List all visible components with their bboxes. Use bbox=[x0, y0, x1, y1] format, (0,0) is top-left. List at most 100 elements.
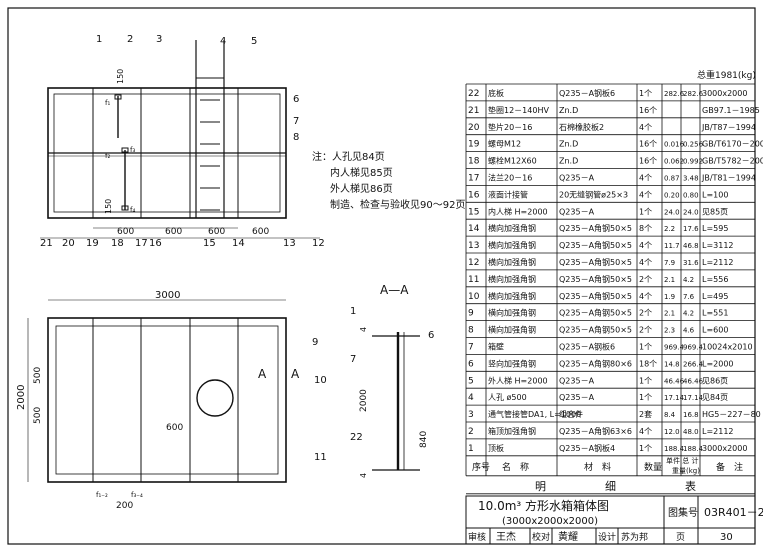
dim-600-a: 600 bbox=[117, 227, 134, 237]
bom-row-9-material: Q235－A角钢50×5 bbox=[559, 308, 632, 318]
bom-row-3-name: 通气管接管DA1, L=1000 bbox=[488, 409, 581, 419]
bom-row-6-material: Q235－A角钢80×6 bbox=[559, 358, 632, 368]
bom-row-19-total: 0.256 bbox=[683, 141, 704, 149]
bom-row-12-total: 31.6 bbox=[683, 259, 699, 267]
bom-row-19-no: 19 bbox=[468, 140, 480, 150]
label-f1: f₁ bbox=[105, 99, 110, 107]
plan-callout-9: 9 bbox=[312, 337, 318, 348]
bom-row-20-material: 石棉橡胶板2 bbox=[559, 122, 604, 132]
bom-row-21-name: 垫圈12－140HV bbox=[488, 105, 549, 115]
bom-row-15-unit: 24.0 bbox=[664, 208, 680, 216]
bom-row-2-material: Q235－A角钢63×6 bbox=[559, 426, 632, 436]
callout-4: 4 bbox=[220, 36, 226, 47]
dim-600-d: 600 bbox=[252, 227, 269, 237]
bom-row-17-note: JB/T81－1994 bbox=[701, 174, 756, 183]
section-dim-bottom: 4 bbox=[359, 473, 368, 478]
bom-row-7-no: 7 bbox=[468, 343, 474, 353]
bom-row-12-material: Q235－A角钢50×5 bbox=[559, 257, 632, 267]
bom-row-21-qty: 16个 bbox=[639, 106, 657, 115]
drawing-subtitle: (3000x2000x2000) bbox=[502, 516, 598, 527]
bom-row-10-qty: 4个 bbox=[639, 292, 652, 301]
bom-caption-mid: 细 bbox=[605, 480, 616, 493]
bom-row-9-unit: 2.1 bbox=[664, 310, 675, 318]
bom-row-4-note: 见84页 bbox=[702, 393, 728, 402]
bom-header-weight: 重量(kg) bbox=[672, 467, 700, 475]
bom-row-3-material: 组合件 bbox=[559, 409, 583, 419]
bom-row-22-unit: 282.6 bbox=[664, 90, 685, 98]
plan-bottom-dim: 200 bbox=[116, 501, 133, 511]
page-number: 30 bbox=[720, 532, 733, 543]
callout-2: 2 bbox=[127, 34, 133, 45]
bom-row-8-note: L=600 bbox=[702, 326, 728, 335]
bom-row-16-name: 液面计接管 bbox=[488, 189, 528, 199]
atlas-number: 03R401－2 bbox=[704, 506, 763, 519]
bom-row-4-name: 人孔 ø500 bbox=[488, 393, 527, 402]
bom-row-8-total: 4.6 bbox=[683, 327, 695, 335]
bom-row-4-qty: 1个 bbox=[639, 393, 652, 402]
bom-row-8-unit: 2.3 bbox=[664, 327, 675, 335]
bom-row-18-total: 0.992 bbox=[683, 158, 703, 166]
bom-row-19-material: Zn.D bbox=[559, 140, 578, 149]
bom-row-6-qty: 18个 bbox=[639, 359, 657, 368]
bom-row-18-note: GB/T5782－2000 bbox=[702, 157, 763, 166]
bom-row-15-no: 15 bbox=[468, 207, 479, 217]
bom-row-12-qty: 4个 bbox=[639, 258, 652, 267]
bom-header-name: 名 称 bbox=[502, 461, 529, 473]
callout-14: 14 bbox=[232, 238, 245, 249]
bom-row-17-name: 法兰20－16 bbox=[488, 173, 532, 183]
bom-total-weight: 总重1981(kg) bbox=[697, 69, 756, 81]
bom-row-4-no: 4 bbox=[468, 393, 474, 403]
callout-12: 12 bbox=[312, 238, 325, 249]
bom-row-11-no: 11 bbox=[468, 275, 479, 285]
callout-13: 13 bbox=[283, 238, 296, 249]
bom-row-2-name: 箱顶加强角钢 bbox=[488, 426, 536, 436]
note-1: 注：人孔见84页 bbox=[312, 150, 385, 163]
bom-row-5-unit: 46.46 bbox=[664, 377, 685, 385]
bom-row-5-material: Q235－A bbox=[559, 376, 595, 385]
bom-row-16-unit: 0.20 bbox=[664, 191, 680, 199]
bom-row-10-unit: 1.9 bbox=[664, 293, 675, 301]
atlas-label: 图集号 bbox=[668, 506, 698, 519]
note-4: 制造、检查与验收见90～92页 bbox=[330, 198, 465, 211]
plan-view: 3000 2000 500 500 600 200 f₁₋₂ f₃₋₄ A A … bbox=[16, 290, 327, 511]
plan-fitting-b: f₃₋₄ bbox=[131, 491, 143, 499]
plan-inner-dim: 600 bbox=[166, 423, 183, 433]
bom-row-18-qty: 16个 bbox=[639, 157, 657, 166]
callout-17: 17 bbox=[135, 238, 148, 249]
page-label: 页 bbox=[676, 532, 685, 543]
bom-row-1-total: 188.4 bbox=[683, 445, 704, 453]
plan-side-dim-a: 500 bbox=[33, 367, 43, 384]
bom-row-7-name: 箱壁 bbox=[488, 342, 504, 352]
bom-row-15-name: 内人梯 H=2000 bbox=[488, 206, 548, 216]
bom-row-13-total: 46.8 bbox=[683, 242, 699, 250]
bom-row-1-no: 1 bbox=[468, 444, 474, 454]
bom-row-5-name: 外人梯 H=2000 bbox=[488, 375, 548, 385]
section-callout-22: 22 bbox=[350, 432, 363, 443]
bom-row-9-note: L=551 bbox=[702, 309, 728, 318]
dim-600-c: 600 bbox=[208, 227, 225, 237]
plan-fitting-a: f₁₋₂ bbox=[96, 491, 108, 499]
bom-row-15-total: 24.0 bbox=[683, 208, 699, 216]
bom-row-10-name: 横向加强角钢 bbox=[488, 291, 536, 301]
bom-row-1-unit: 188.4 bbox=[664, 445, 685, 453]
bom-row-9-qty: 2个 bbox=[639, 309, 652, 318]
bom-row-13-material: Q235－A角钢50×5 bbox=[559, 240, 632, 250]
bom-row-10-no: 10 bbox=[468, 292, 480, 302]
bom-grid bbox=[465, 83, 756, 495]
label-f2: f₂ bbox=[105, 152, 110, 160]
plan-callout-10: 10 bbox=[314, 375, 327, 386]
bom-row-22-no: 22 bbox=[468, 89, 479, 99]
bom-row-5-total: 46.46 bbox=[683, 377, 704, 385]
bom-row-12-no: 12 bbox=[468, 258, 479, 268]
bom-row-8-no: 8 bbox=[468, 326, 474, 336]
bom-row-7-unit: 969.4 bbox=[664, 344, 685, 352]
bom-row-20-no: 20 bbox=[468, 123, 480, 133]
bom-row-21-material: Zn.D bbox=[559, 106, 578, 115]
bom-row-5-no: 5 bbox=[468, 376, 474, 386]
plan-side-dim-b: 500 bbox=[33, 407, 43, 424]
bom-header-material: 材 料 bbox=[584, 461, 611, 473]
bom-row-11-material: Q235－A角钢50×5 bbox=[559, 274, 632, 284]
bom-row-22-note: 3000x2000 bbox=[702, 89, 747, 98]
bom-row-17-material: Q235－A bbox=[559, 174, 595, 183]
title-block: 10.0m³ 方形水箱箱体图 (3000x2000x2000) 图集号 03R4… bbox=[465, 495, 763, 545]
